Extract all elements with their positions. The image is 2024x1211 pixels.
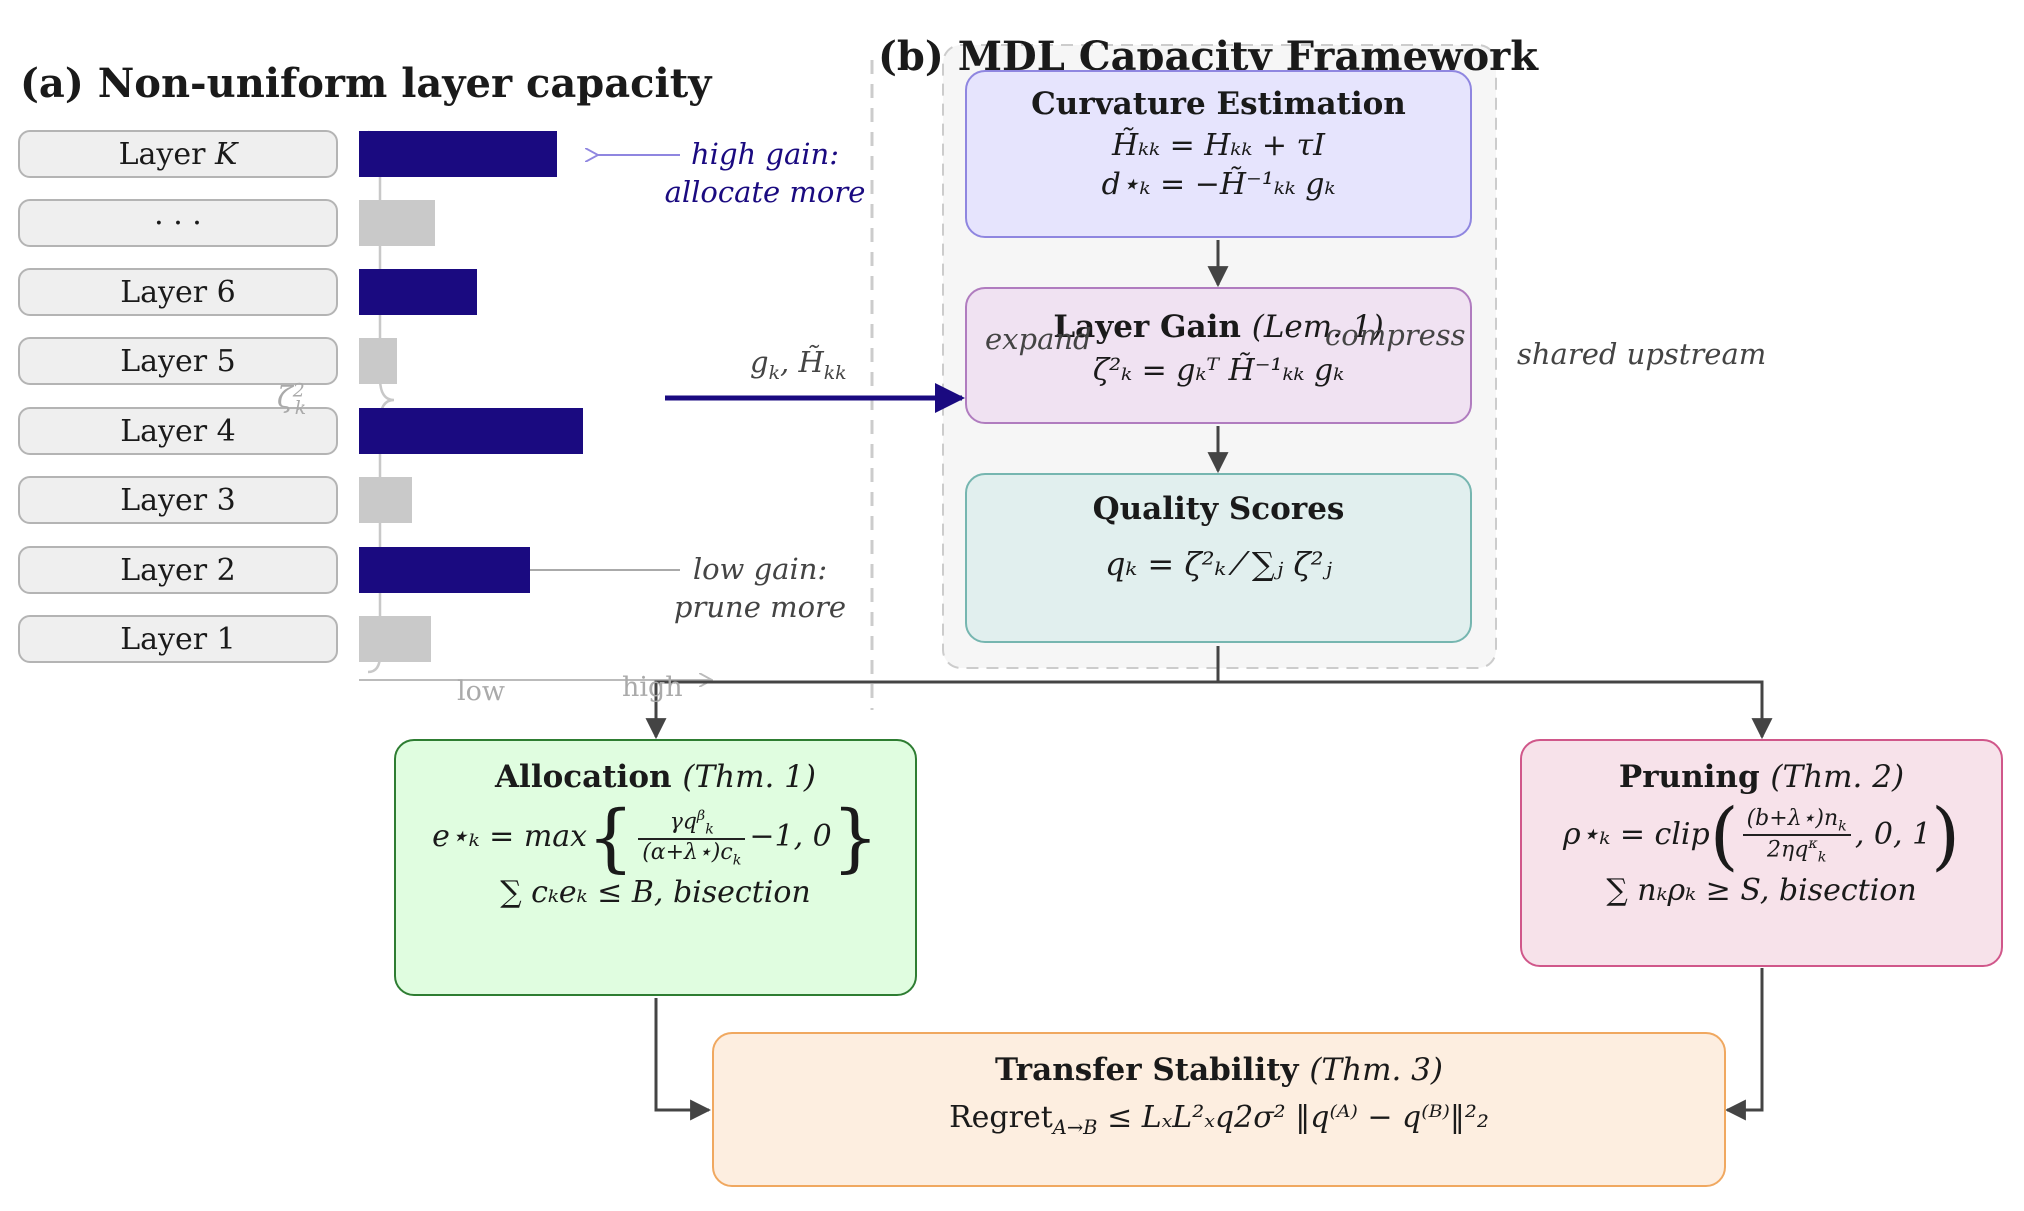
layer-label: Layer 6 (120, 274, 236, 310)
panel-a-title: (a) Non-uniform layer capacity (20, 60, 712, 107)
transfer-box: Transfer Stability (Thm. 3) RegretA→B ≤ … (712, 1032, 1726, 1187)
capacity-bar-5 (359, 408, 583, 454)
transfer-title: Transfer Stability (Thm. 3) (994, 1052, 1443, 1088)
pruning-constraint: ∑ nₖρₖ ≥ S, bisection (1606, 873, 1917, 908)
layer-box-1: Layer K (18, 130, 338, 178)
curvature-title: Curvature Estimation (1031, 86, 1406, 122)
high-gain-note: high gain: allocate more (664, 137, 866, 209)
transfer-eq: RegretA→B ≤ LₓL²ₓq2σ² ‖q⁽ᴬ⁾ − q⁽ᴮ⁾‖²₂ (949, 1100, 1489, 1139)
allocation-eq: e⋆ₖ = max{γqβk(α+λ⋆)ck−1, 0} (432, 795, 879, 881)
quality-to-allocation-arrow (645, 646, 1220, 740)
layer-label: Layer 3 (120, 482, 236, 518)
layer-box-6: Layer 3 (18, 476, 338, 524)
low-gain-note: low gain: prune more (673, 552, 847, 624)
quality-box: Quality Scores qₖ = ζ²ₖ ⁄ ∑ⱼ ζ²ⱼ (965, 473, 1472, 643)
layer-box-4: Layer 5 (18, 337, 338, 385)
allocation-constraint: ∑ cₖeₖ ≤ B, bisection (500, 875, 811, 910)
gradient-arrow-label: gk, H̃kk (750, 345, 847, 384)
shared-upstream-label: shared upstream (1517, 337, 1767, 371)
layer-label: Layer 1 (120, 621, 236, 657)
curvature-box: Curvature Estimation H̃ₖₖ = Hₖₖ + τI d⋆ₖ… (965, 70, 1472, 238)
quality-eq: qₖ = ζ²ₖ ⁄ ∑ⱼ ζ²ⱼ (1105, 545, 1332, 583)
capacity-bar-2 (359, 200, 435, 246)
allocation-box: Allocation (Thm. 1) e⋆ₖ = max{γqβk(α+λ⋆)… (394, 739, 917, 996)
capacity-bar-4 (359, 338, 397, 384)
allocation-to-transfer-arrow (654, 998, 712, 1121)
layer-box-5: Layer 4 (18, 407, 338, 455)
layer-box-2: · · · (18, 199, 338, 247)
capacity-bar-7 (359, 547, 530, 593)
layer-label: Layer (118, 136, 215, 172)
capacity-bar-6 (359, 477, 412, 523)
curvature-eq1: H̃ₖₖ = Hₖₖ + τI (1112, 128, 1325, 163)
axis-high-label: high (622, 672, 683, 703)
quality-title: Quality Scores (1092, 491, 1345, 527)
capacity-bar-1 (359, 131, 557, 177)
zeta-axis-label: ζ2k (277, 380, 307, 419)
allocation-title: Allocation (Thm. 1) (494, 759, 817, 795)
capacity-bar-3 (359, 269, 477, 315)
layer-gain-box: Layer Gain (Lem. 1) ζ²ₖ = gₖᵀ H̃⁻¹ₖₖ gₖ (965, 287, 1472, 424)
expand-label: expand (985, 322, 1092, 356)
layer-label: Layer 5 (120, 343, 236, 379)
layer-gain-title: Layer Gain (Lem. 1) (1053, 309, 1384, 345)
layer-label: Layer 4 (120, 413, 236, 449)
layer-var: K (214, 136, 238, 172)
layer-label: Layer 2 (120, 552, 236, 588)
capacity-bar-8 (359, 616, 431, 662)
layer-gain-eq: ζ²ₖ = gₖᵀ H̃⁻¹ₖₖ gₖ (1092, 353, 1345, 388)
axis-low-label: low (457, 676, 506, 707)
quality-to-pruning-arrow (1218, 680, 1773, 740)
layer-label: · · · (154, 205, 202, 241)
pruning-title: Pruning (Thm. 2) (1618, 759, 1905, 795)
layer-box-7: Layer 2 (18, 546, 338, 594)
layer-box-3: Layer 6 (18, 268, 338, 316)
layer-box-8: Layer 1 (18, 615, 338, 663)
compress-label: compress (1325, 318, 1466, 352)
pruning-to-transfer-arrow (1724, 968, 1764, 1121)
curvature-eq2: d⋆ₖ = −H̃⁻¹ₖₖ gₖ (1101, 167, 1336, 202)
